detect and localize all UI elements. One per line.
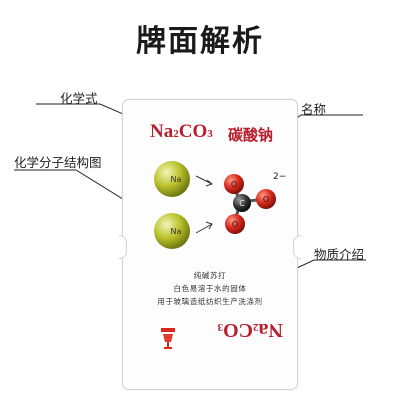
description-line-2: 白色易溶于水的固体 — [173, 284, 247, 293]
electron-arrow-2 — [195, 221, 213, 234]
intro-label: 物质介绍 — [314, 247, 365, 262]
molecule-diagram: Na Na O O O — [154, 161, 286, 249]
oxygen-atom-right: O — [256, 189, 276, 209]
element-card[interactable]: Na2CO3 碳酸钠 Na — [119, 99, 301, 390]
svg-text:C: C — [239, 199, 245, 208]
svg-text:O: O — [231, 180, 237, 189]
description-line-1: 纯碱苏打 — [193, 271, 227, 280]
formula-label: 化学式 — [60, 91, 98, 106]
carbon-atom: C — [233, 194, 251, 212]
svg-text:O: O — [263, 195, 269, 204]
chemical-formula: Na2CO3 — [150, 121, 213, 142]
ion-charge: 2− — [273, 172, 286, 182]
svg-text:O: O — [232, 220, 238, 229]
description-line-3: 用于玻璃造纸纺织生产洗涤剂 — [157, 297, 263, 306]
oxygen-atom-bottom: O — [225, 214, 245, 234]
sodium-atom-2: Na — [154, 213, 190, 249]
name-label: 名称 — [301, 102, 327, 117]
oxygen-atom-top: O — [224, 174, 244, 194]
electron-arrow-1 — [195, 175, 214, 187]
inverted-formula: Na2CO3 — [217, 319, 283, 341]
beaker-icon — [161, 328, 175, 349]
chemical-name: 碳酸钠 — [228, 126, 274, 144]
sodium-atom-1: Na — [154, 161, 190, 197]
page-title: 牌面解析 — [136, 24, 264, 59]
sodium-label-1: Na — [171, 175, 182, 184]
sodium-label-2: Na — [171, 227, 182, 236]
structure-label: 化学分子结构图 — [14, 155, 102, 170]
